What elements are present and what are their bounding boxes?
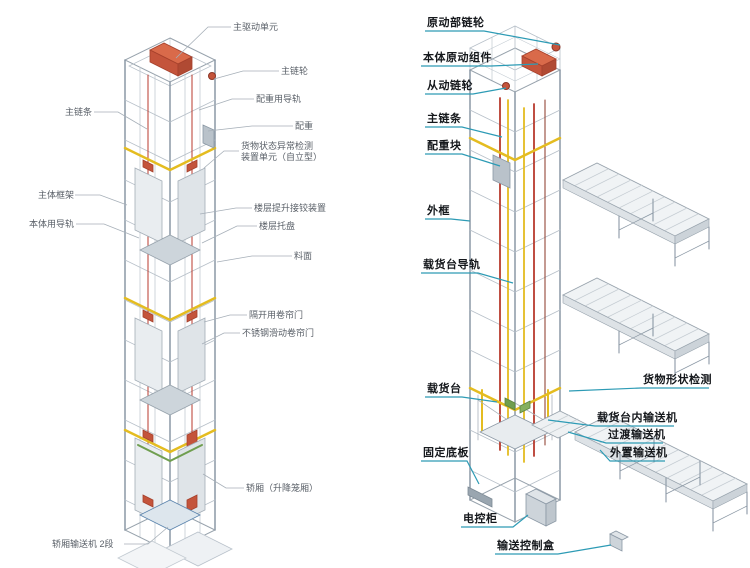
right-main-chains	[499, 97, 546, 457]
label-drive-assembly: 本体原动组件	[423, 52, 492, 64]
label-floor-tray: 楼层托盘	[259, 221, 296, 231]
label-main-chain-right: 主链条	[427, 113, 462, 125]
label-cargo-detection-line2: 装置单元（自立型）	[241, 152, 323, 162]
label-partition-shutter-door: 隔开用卷帘门	[249, 310, 304, 320]
label-cargo-platform: 载货台	[427, 383, 462, 395]
label-transition-conveyor: 过渡输送机	[608, 429, 666, 441]
label-main-frame: 主体框架	[37, 190, 74, 200]
label-counterweight-rail: 配重用导轨	[256, 94, 302, 104]
right-tower-frame	[468, 47, 562, 523]
label-cargo-shape-detection: 货物形状检测	[643, 374, 712, 386]
right-guide-rails	[507, 99, 525, 463]
label-external-conveyor: 外置输送机	[610, 447, 668, 459]
left-tower-illustration	[117, 37, 233, 568]
label-counterweight: 配重	[295, 121, 314, 131]
left-yellow-beams	[123, 146, 217, 454]
label-cargo-detection-line1: 货物状态异常检测	[241, 141, 314, 151]
left-drive-unit	[149, 42, 193, 77]
label-platform-inner-conveyor: 载货台内输送机	[597, 412, 678, 424]
label-outer-frame: 外框	[427, 205, 450, 217]
left-door-panels-level-1	[134, 159, 206, 266]
label-fixed-base-plate: 固定底板	[423, 447, 469, 459]
fixed-base-plate	[467, 486, 493, 508]
cargo-platform	[477, 394, 553, 450]
label-counterweight-block: 配重块	[427, 140, 462, 152]
label-surface: 料面	[294, 251, 313, 261]
electric-control-cabinet	[525, 488, 557, 527]
left-door-panels-level-2	[134, 309, 206, 416]
left-main-sprocket	[208, 72, 216, 80]
right-leader-lines	[421, 30, 709, 555]
conveyor-control-box	[609, 530, 629, 552]
label-stainless-sliding-door: 不锈钢滑动卷帘门	[242, 328, 315, 338]
right-drive-unit	[521, 48, 557, 77]
label-floor-lift-hinge: 楼层提升接铰装置	[254, 203, 327, 213]
label-main-drive-unit: 主驱动单元	[233, 22, 279, 32]
label-body-guide-rail: 本体用导轨	[28, 219, 74, 229]
label-main-chain-left: 主链条	[64, 107, 92, 117]
label-electric-control-cabinet: 电控柜	[463, 513, 498, 525]
transition-conveyor	[531, 410, 587, 439]
label-drive-sprocket: 原动部链轮	[427, 17, 485, 29]
right-counterweight-block	[492, 154, 511, 189]
label-cage-conveyor: 轿厢输送机 2段	[52, 539, 114, 549]
right-tower-illustration	[467, 25, 749, 552]
left-lift-cage	[134, 429, 206, 531]
left-counterweight	[202, 124, 215, 149]
conveyor-platform-1	[561, 162, 711, 267]
conveyor-platform-2	[561, 277, 711, 382]
label-driven-sprocket: 从动链轮	[427, 80, 473, 92]
label-platform-guide-rail: 载货台导轨	[423, 259, 481, 271]
label-lift-cage: 轿厢（升降笼厢）	[246, 483, 319, 493]
left-ground-panels	[117, 531, 233, 568]
label-conveyor-control-box: 输送控制盒	[497, 540, 555, 552]
label-main-sprocket: 主链轮	[281, 66, 309, 76]
external-conveyor	[573, 414, 749, 532]
left-leader-lines	[75, 26, 293, 545]
left-main-chains	[147, 74, 193, 451]
